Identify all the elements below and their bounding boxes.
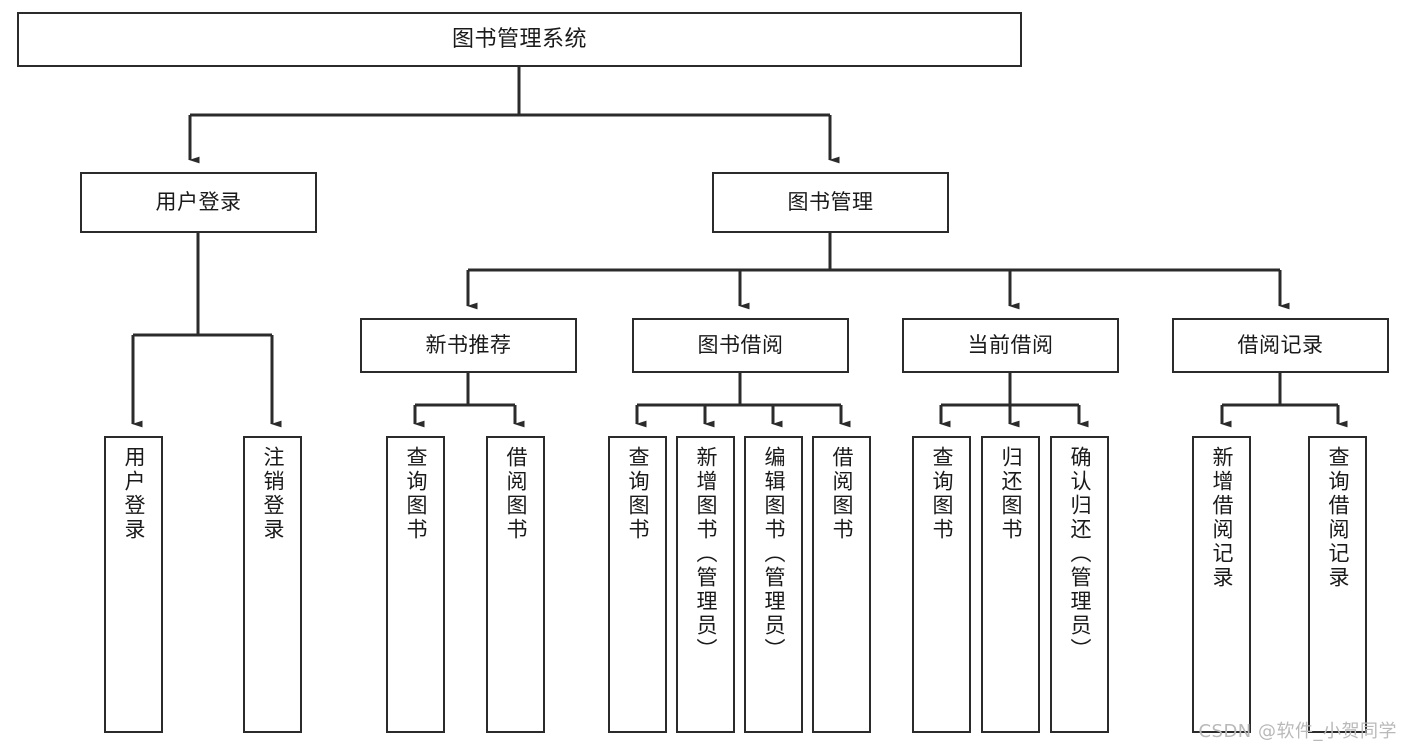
node-label: 查询图书	[930, 446, 954, 542]
leaf-borrow-book[interactable]: 借阅图书	[812, 436, 871, 733]
leaf-return-book[interactable]: 归还图书	[981, 436, 1040, 733]
node-label: 新增借阅记录	[1210, 446, 1234, 590]
node-label: 新增图书（管理员）	[694, 446, 718, 662]
node-book-borrow[interactable]: 图书借阅	[632, 318, 849, 373]
node-label: 借阅图书	[504, 446, 528, 542]
node-label: 新书推荐	[425, 333, 512, 358]
node-borrow-record[interactable]: 借阅记录	[1172, 318, 1389, 373]
leaf-borrow-book-recommend[interactable]: 借阅图书	[486, 436, 545, 733]
leaf-add-borrow-record[interactable]: 新增借阅记录	[1192, 436, 1251, 733]
node-label: 图书管理系统	[451, 26, 587, 52]
node-user-login[interactable]: 用户登录	[80, 172, 317, 233]
node-book-manage[interactable]: 图书管理	[712, 172, 949, 233]
leaf-logout[interactable]: 注销登录	[243, 436, 302, 733]
node-label: 图书借阅	[697, 333, 784, 358]
csdn-watermark: CSDN @软件_小贺同学	[1198, 721, 1397, 742]
leaf-query-book-borrow[interactable]: 查询图书	[608, 436, 667, 733]
node-label: 编辑图书（管理员）	[762, 446, 786, 662]
node-label: 借阅记录	[1237, 333, 1324, 358]
node-label: 注销登录	[261, 446, 285, 542]
node-label: 查询图书	[404, 446, 428, 542]
node-label: 用户登录	[122, 446, 146, 542]
node-root-book-management-system[interactable]: 图书管理系统	[17, 12, 1022, 67]
node-label: 借阅图书	[830, 446, 854, 542]
leaf-confirm-return-admin[interactable]: 确认归还（管理员）	[1050, 436, 1109, 733]
node-new-book-recommend[interactable]: 新书推荐	[360, 318, 577, 373]
node-label: 查询图书	[626, 446, 650, 542]
leaf-add-book-admin[interactable]: 新增图书（管理员）	[676, 436, 735, 733]
leaf-edit-book-admin[interactable]: 编辑图书（管理员）	[744, 436, 803, 733]
leaf-query-borrow-record[interactable]: 查询借阅记录	[1308, 436, 1367, 733]
leaf-query-book-recommend[interactable]: 查询图书	[386, 436, 445, 733]
node-label: 归还图书	[999, 446, 1023, 542]
node-label: 图书管理	[787, 190, 874, 215]
leaf-user-login[interactable]: 用户登录	[104, 436, 163, 733]
leaf-query-book-current[interactable]: 查询图书	[912, 436, 971, 733]
node-label: 查询借阅记录	[1326, 446, 1350, 590]
node-label: 当前借阅	[967, 333, 1054, 358]
node-label: 确认归还（管理员）	[1068, 446, 1092, 662]
node-label: 用户登录	[155, 190, 242, 215]
node-current-borrow[interactable]: 当前借阅	[902, 318, 1119, 373]
